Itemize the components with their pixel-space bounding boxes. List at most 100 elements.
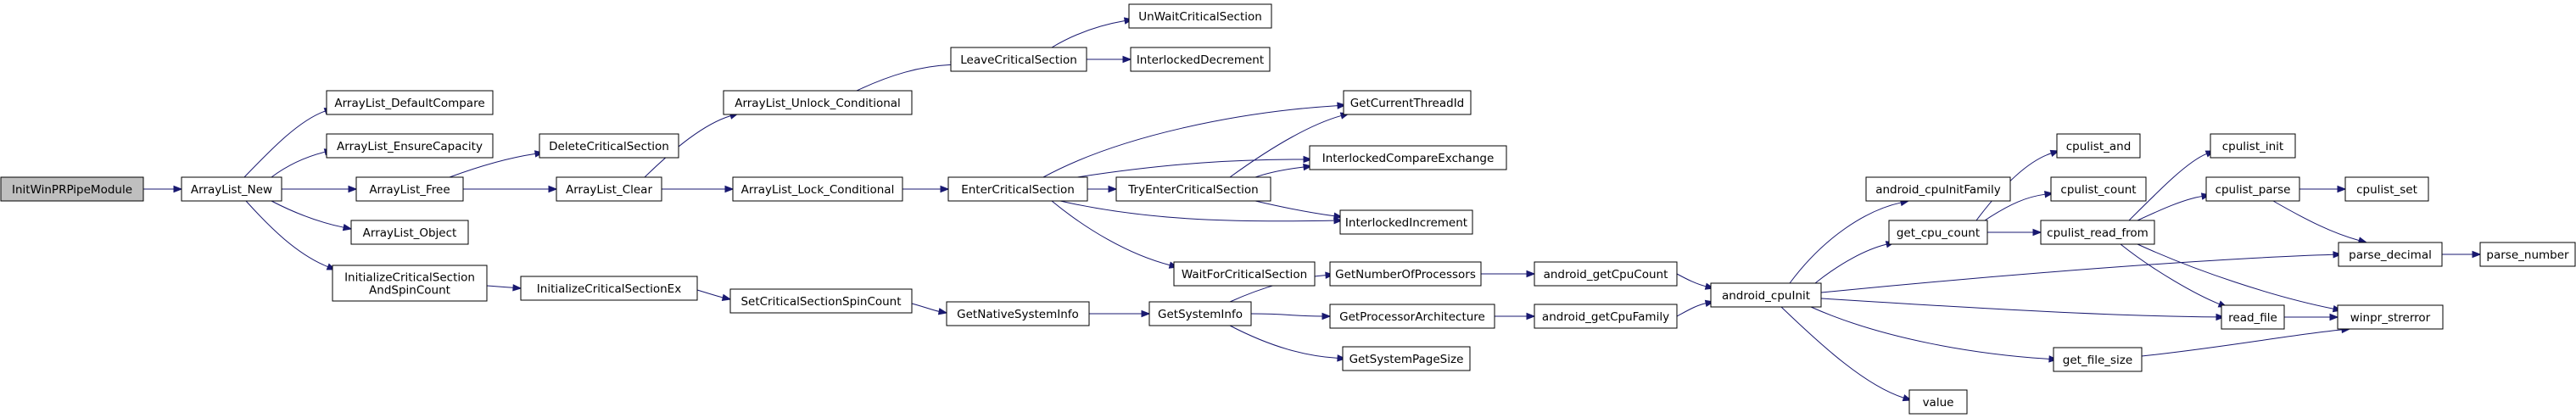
node-get-file-size[interactable]: get_file_size bbox=[2053, 347, 2143, 372]
node-getnativesysteminfo[interactable]: GetNativeSystemInfo bbox=[946, 301, 1090, 326]
node-box bbox=[1148, 301, 1252, 326]
node-arraylist-defaultcompare[interactable]: ArrayList_DefaultCompare bbox=[326, 90, 494, 115]
node-getnumberofprocessors[interactable]: GetNumberOfProcessors bbox=[1329, 261, 1482, 287]
edge-arraylist-new-to-arraylist-free bbox=[281, 185, 358, 193]
node-unwaitcriticalsection[interactable]: UnWaitCriticalSection bbox=[1128, 3, 1272, 29]
node-box bbox=[723, 90, 913, 115]
edge-line bbox=[2141, 329, 2343, 357]
node-box bbox=[1888, 220, 1988, 245]
node-cpulist-count[interactable]: cpulist_count bbox=[2050, 176, 2147, 202]
node-value[interactable]: value bbox=[1908, 389, 1968, 415]
node-box bbox=[2053, 347, 2143, 372]
node-arraylist-object[interactable]: ArrayList_Object bbox=[350, 220, 469, 245]
node-android-getcpucount[interactable]: android_getCpuCount bbox=[1534, 261, 1678, 287]
node-label: ArrayList_Object bbox=[363, 226, 457, 240]
edge-cpulist-read-from-to-read-file bbox=[2120, 243, 2228, 308]
node-interlockedcompareexchange[interactable]: InterlockedCompareExchange bbox=[1309, 145, 1507, 170]
node-interlockeddecrement[interactable]: InterlockedDecrement bbox=[1130, 47, 1271, 72]
edge-leavecriticalsection-to-interlockeddecrement bbox=[1087, 55, 1132, 64]
node-label: cpulist_read_from bbox=[2047, 226, 2149, 240]
node-android-cpuinit[interactable]: android_cpuInit bbox=[1710, 282, 1822, 308]
node-waitforcriticalsection[interactable]: WaitForCriticalSection bbox=[1173, 261, 1316, 287]
node-getsystempagesize[interactable]: GetSystemPageSize bbox=[1342, 346, 1471, 371]
node-tryentercriticalsection[interactable]: TryEnterCriticalSection bbox=[1115, 176, 1271, 202]
node-setcriticalsectionspincount[interactable]: SetCriticalSectionSpinCount bbox=[729, 288, 913, 314]
edge-arraylist-unlock-conditional-to-leavecriticalsection bbox=[856, 61, 960, 92]
node-get-cpu-count[interactable]: get_cpu_count bbox=[1888, 220, 1988, 245]
node-interlockedincrement[interactable]: InterlockedIncrement bbox=[1339, 209, 1473, 235]
node-box bbox=[1309, 145, 1507, 170]
node-cpulist-and[interactable]: cpulist_and bbox=[2056, 133, 2141, 159]
node-label: ArrayList_EnsureCapacity bbox=[337, 140, 483, 153]
edge-arrowhead bbox=[724, 185, 735, 193]
edge-android-cpuinit-to-get-file-size bbox=[1810, 306, 2059, 363]
edge-arrowhead bbox=[1322, 312, 1332, 320]
edge-arrowhead bbox=[2333, 251, 2343, 259]
node-android-getcpufamily[interactable]: android_getCpuFamily bbox=[1534, 304, 1678, 329]
edge-cpulist-parse-to-cpulist-set bbox=[2299, 185, 2347, 193]
edge-arrowhead bbox=[1303, 163, 1313, 171]
node-cpulist-init[interactable]: cpulist_init bbox=[2210, 133, 2296, 159]
edge-line bbox=[1984, 193, 2046, 221]
node-initializecriticalsectionex[interactable]: InitializeCriticalSectionEx bbox=[520, 276, 698, 301]
edge-line bbox=[2137, 243, 2334, 309]
node-getprocessorarchitecture[interactable]: GetProcessorArchitecture bbox=[1329, 304, 1495, 329]
node-box bbox=[520, 276, 698, 301]
node-label: SetCriticalSectionSpinCount bbox=[740, 295, 901, 309]
node-arraylist-new[interactable]: ArrayList_New bbox=[181, 176, 282, 202]
edge-android-cpuinit-to-get-cpu-count bbox=[1814, 241, 1896, 284]
edge-arrowhead bbox=[1337, 354, 1347, 362]
edge-arrowhead bbox=[348, 185, 358, 193]
edge-arrowhead bbox=[342, 223, 353, 231]
edge-initializecriticalsectionandspincount-to-initializecriticalsectionex bbox=[486, 284, 522, 292]
node-read-file[interactable]: read_file bbox=[2221, 304, 2285, 330]
node-android-cpuinitfamily[interactable]: android_cpuInitFamily bbox=[1865, 176, 2011, 202]
node-box bbox=[2344, 176, 2429, 202]
node-label: ArrayList_Clear bbox=[566, 183, 652, 197]
node-leavecriticalsection[interactable]: LeaveCriticalSection bbox=[950, 47, 1087, 72]
edge-tryentercriticalsection-to-interlockedcompareexchange bbox=[1254, 163, 1313, 178]
node-getcurrentthreadid[interactable]: GetCurrentThreadId bbox=[1343, 90, 1472, 115]
node-cpulist-set[interactable]: cpulist_set bbox=[2344, 176, 2429, 202]
node-arraylist-unlock-conditional[interactable]: ArrayList_Unlock_Conditional bbox=[723, 90, 913, 115]
node-cpulist-read-from[interactable]: cpulist_read_from bbox=[2040, 220, 2155, 245]
edge-android-cpuinit-to-read-file bbox=[1820, 298, 2226, 321]
node-label: parse_decimal bbox=[2349, 248, 2432, 262]
node-label: DeleteCriticalSection bbox=[549, 140, 669, 153]
node-label: cpulist_and bbox=[2066, 140, 2132, 153]
node-initwinprpipemodule[interactable]: InitWinPRPipeModule bbox=[0, 176, 144, 202]
edge-line bbox=[486, 285, 514, 288]
node-arraylist-free[interactable]: ArrayList_Free bbox=[355, 176, 464, 202]
node-label: android_cpuInitFamily bbox=[1875, 183, 2001, 197]
edge-getprocessorarchitecture-to-android-getcpufamily bbox=[1495, 312, 1536, 320]
node-getsysteminfo[interactable]: GetSystemInfo bbox=[1148, 301, 1252, 326]
edge-getsysteminfo-to-getsystempagesize bbox=[1229, 325, 1347, 362]
node-box bbox=[2056, 133, 2141, 159]
node-label: cpulist_count bbox=[2060, 183, 2136, 197]
node-parse-decimal[interactable]: parse_decimal bbox=[2338, 242, 2443, 267]
edge-entercriticalsection-to-interlockedincrement bbox=[1059, 200, 1344, 225]
edge-line bbox=[1042, 105, 1338, 178]
edge-line bbox=[245, 200, 328, 268]
edge-arrowhead bbox=[2337, 185, 2347, 193]
node-parse-number[interactable]: parse_number bbox=[2479, 242, 2576, 267]
edge-arrowhead bbox=[1141, 309, 1151, 318]
node-label: UnWaitCriticalSection bbox=[1138, 10, 1262, 24]
edge-arrowhead bbox=[1526, 270, 1536, 278]
edge-cpulist-read-from-to-winpr-strerror bbox=[2137, 243, 2343, 313]
node-winpr-strerror[interactable]: winpr_strerror bbox=[2337, 304, 2444, 330]
edge-arrowhead bbox=[2329, 313, 2339, 321]
node-deletecriticalsection[interactable]: DeleteCriticalSection bbox=[539, 133, 679, 159]
node-box bbox=[732, 176, 903, 202]
node-cpulist-parse[interactable]: cpulist_parse bbox=[2205, 176, 2300, 202]
node-label: InitializeCriticalSection bbox=[344, 271, 475, 285]
edge-entercriticalsection-to-tryentercriticalsection bbox=[1087, 185, 1118, 193]
node-arraylist-clear[interactable]: ArrayList_Clear bbox=[556, 176, 662, 202]
node-label: android_cpuInit bbox=[1722, 289, 1810, 303]
edge-line bbox=[644, 115, 731, 178]
edge-arrowhead bbox=[2472, 250, 2482, 259]
node-arraylist-lock-conditional[interactable]: ArrayList_Lock_Conditional bbox=[732, 176, 903, 202]
node-arraylist-ensurecapacity[interactable]: ArrayList_EnsureCapacity bbox=[326, 133, 494, 159]
node-entercriticalsection[interactable]: EnterCriticalSection bbox=[947, 176, 1088, 202]
